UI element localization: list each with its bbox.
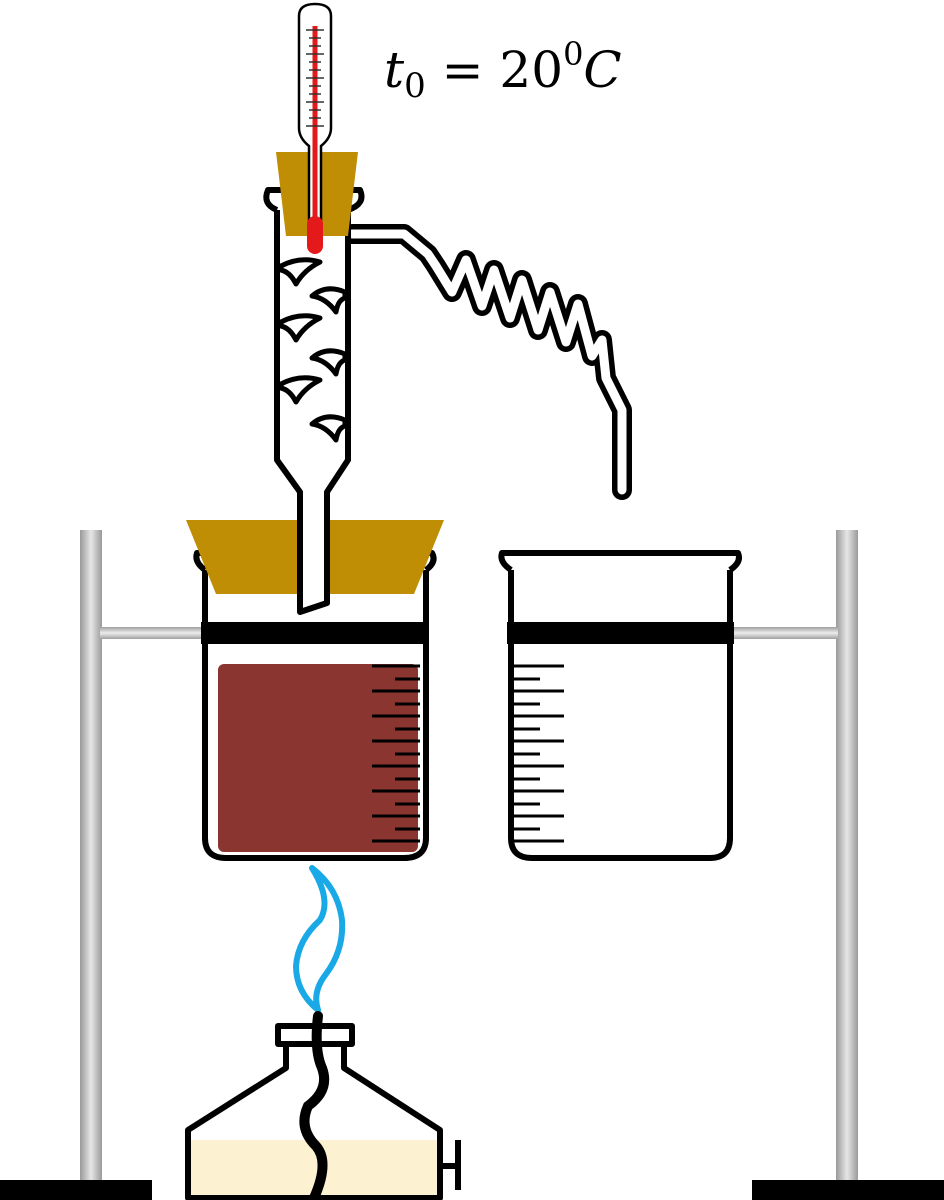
right-beaker-scale: [514, 664, 564, 843]
label-subscript: 0: [404, 66, 426, 106]
thermometer-scale: [306, 29, 324, 127]
fractionating-column: [263, 152, 365, 615]
right-stand-rod: [836, 530, 858, 1185]
left-clamp-band: [201, 622, 429, 644]
condenser-coil: [342, 224, 632, 500]
right-stand-base: [752, 1180, 944, 1200]
label-degree-mark: 0: [563, 35, 584, 73]
right-clamp-bar: [730, 627, 838, 639]
left-stand-rod: [80, 530, 102, 1185]
flame: [293, 865, 346, 1013]
label-variable: t: [384, 41, 405, 99]
hot-liquid: [218, 664, 418, 852]
label-unit: C: [583, 41, 622, 99]
spirit-lamp: [185, 1011, 461, 1200]
left-clamp-bar: [100, 627, 208, 639]
left-beaker-scale: [372, 664, 420, 843]
right-clamp-band: [507, 622, 734, 644]
mercury-bulb: [307, 216, 323, 254]
temperature-label: t0 = 200C: [384, 38, 622, 103]
lamp-wick: [299, 1011, 330, 1200]
column-baffles: [278, 257, 348, 443]
thermometer: [297, 2, 333, 254]
label-equals-value: = 20: [441, 41, 564, 99]
receiver-beaker: [498, 550, 742, 861]
heated-beaker: [186, 520, 444, 861]
left-stand-base: [0, 1180, 152, 1200]
